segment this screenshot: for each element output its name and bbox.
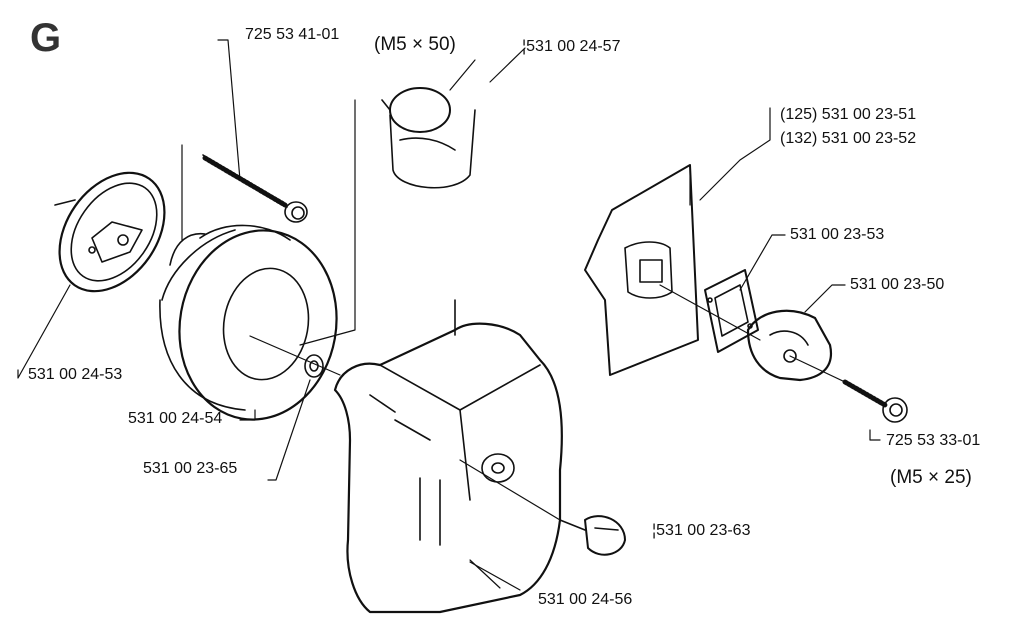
filter-part [159,224,338,421]
flange-part [746,309,833,382]
label-gasket: 531 00 23-53 [790,226,885,243]
label-filter-cover: 531 00 24-53 [28,366,123,383]
label-screw-top: 725 53 41-01 [245,26,340,43]
label-plate-132: (132) 531 00 23-52 [780,130,917,147]
housing-part [333,299,563,614]
label-washer: 531 00 23-65 [143,460,238,477]
label-screw-right: 725 53 33-01 [886,432,981,449]
label-housing: 531 00 24-56 [538,591,633,608]
label-plate-125: (125) 531 00 23-51 [780,106,917,123]
gasket-part [704,269,759,353]
short-screw-part [842,379,908,423]
label-screw-right-size: (M5 × 25) [890,467,972,488]
label-knob: ¦531 00 23-63 [652,522,751,539]
long-screw-part [202,154,308,223]
section-letter: G [30,16,62,60]
label-sleeve: ¦531 00 24-57 [522,38,621,55]
filter-cover-part [54,171,166,293]
label-flange: 531 00 23-50 [850,276,945,293]
plate-part [584,164,699,376]
label-screw-top-size: (M5 × 50) [374,34,456,55]
sleeve-part [381,87,476,189]
label-filter: 531 00 24-54 [128,410,223,427]
knob-part [559,515,626,556]
leader-lines [17,39,881,591]
